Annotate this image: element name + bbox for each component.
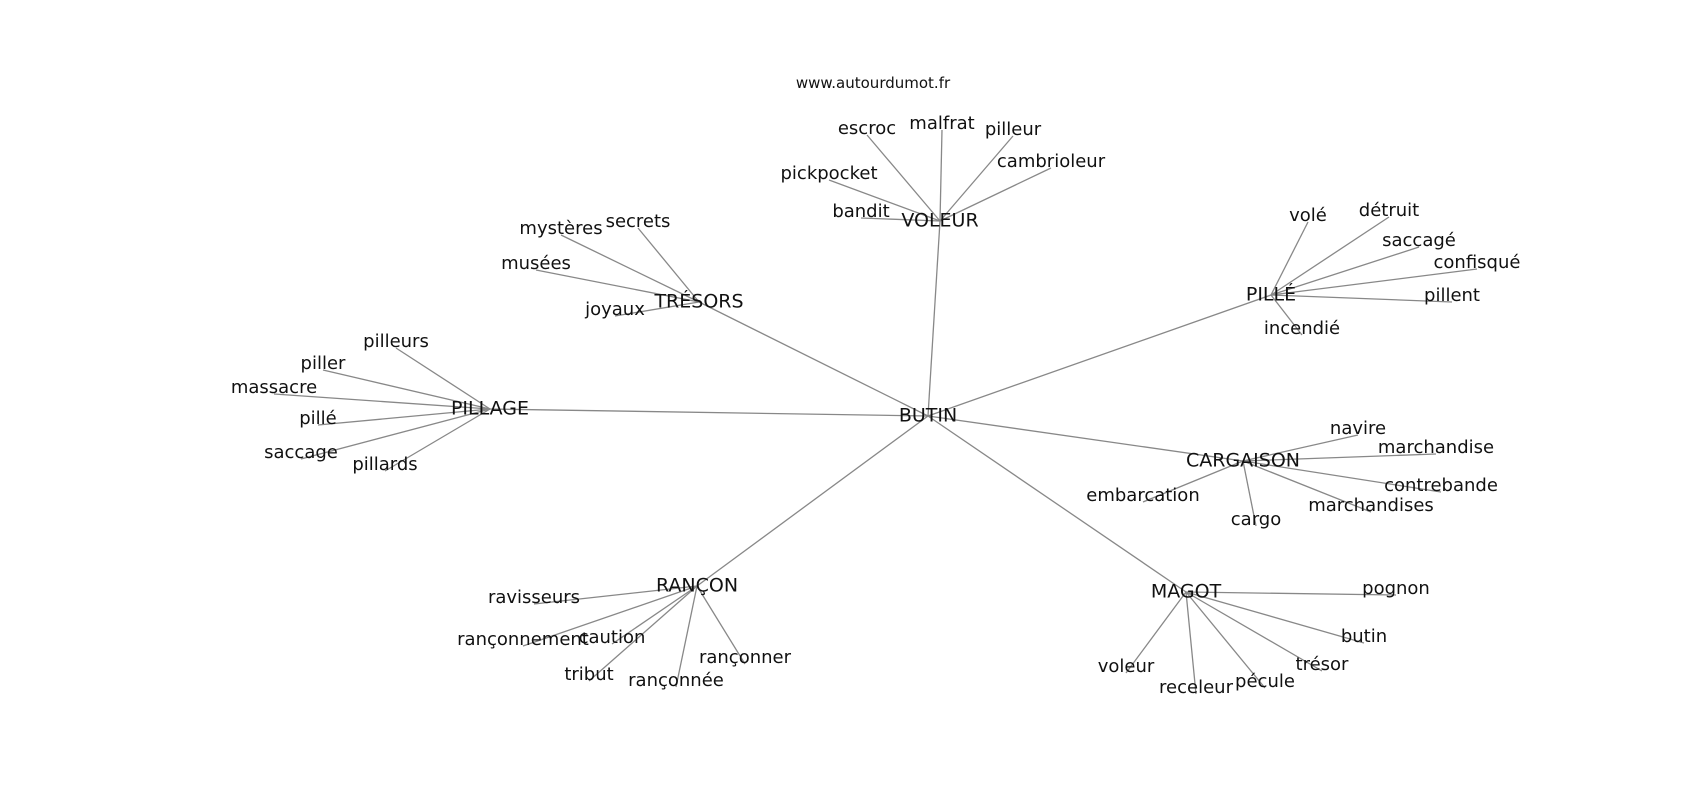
edge-magot-receleur — [1185, 591, 1197, 695]
word-node-receleur[interactable]: receleur — [1159, 677, 1234, 698]
edge-cargaison-marchandise — [1242, 453, 1437, 462]
edge-center-voleur — [927, 220, 941, 417]
word-node-pilleurs[interactable]: pilleurs — [363, 331, 429, 352]
word-node-saccage[interactable]: saccagé — [1382, 230, 1456, 251]
word-node-ranconnee[interactable]: rançonnée — [628, 670, 724, 691]
edge-voleur-cambrioleur — [939, 167, 1052, 222]
edge-center-cargaison — [927, 415, 1244, 462]
word-node-pognon[interactable]: pognon — [1362, 578, 1430, 599]
edge-pillage-pilleurs — [395, 347, 491, 410]
hub-node-magot[interactable]: MAGOT — [1151, 581, 1222, 603]
edge-magot-pognon — [1185, 591, 1397, 596]
word-node-ravisseurs[interactable]: ravisseurs — [488, 587, 580, 608]
word-node-contrebande[interactable]: contrebande — [1384, 475, 1498, 496]
hub-node-tresors[interactable]: TRÉSORS — [653, 290, 743, 313]
word-node-piller[interactable]: piller — [301, 353, 347, 374]
site-credit: www.autourdumot.fr — [796, 74, 951, 92]
edge-pille-pillent — [1270, 294, 1453, 303]
edge-tresors-joyaux — [614, 301, 700, 317]
edge-pillage-piller — [322, 369, 491, 410]
word-node-detruit[interactable]: détruit — [1359, 200, 1419, 221]
word-node-ranconner[interactable]: rançonner — [699, 647, 792, 668]
edge-cargaison-marchandises — [1242, 460, 1372, 513]
word-node-navire[interactable]: navire — [1330, 418, 1386, 439]
edge-center-tresors — [698, 301, 929, 417]
word-node-vole[interactable]: volé — [1289, 205, 1327, 226]
edge-voleur-pickpocket — [828, 179, 941, 222]
word-node-confisque[interactable]: confisqué — [1434, 252, 1521, 273]
edge-voleur-escroc — [866, 134, 941, 222]
edge-center-magot — [927, 415, 1187, 593]
word-node-marchandise[interactable]: marchandise — [1378, 437, 1494, 458]
word-node-pillent[interactable]: pillent — [1424, 285, 1480, 306]
word-node-pille[interactable]: pillé — [299, 408, 337, 429]
word-node-marchandises[interactable]: marchandises — [1308, 495, 1434, 516]
word-node-malfrat[interactable]: malfrat — [909, 113, 974, 134]
word-node-escroc[interactable]: escroc — [838, 118, 896, 139]
edge-cargaison-cargo — [1242, 460, 1257, 527]
edge-pille-vole — [1270, 221, 1309, 296]
edge-voleur-bandit — [860, 217, 941, 222]
word-node-voleur[interactable]: voleur — [1098, 656, 1155, 677]
edge-magot-pecule — [1185, 591, 1266, 689]
word-node-pillards[interactable]: pillards — [352, 454, 417, 475]
edge-pillage-massacre — [273, 393, 491, 410]
edge-rancon-ranconner — [696, 585, 746, 665]
edge-cargaison-contrebande — [1242, 460, 1442, 493]
edge-voleur-pilleur — [939, 135, 1014, 222]
word-node-tresor[interactable]: trésor — [1296, 654, 1350, 675]
hub-node-pille[interactable]: PILLÉ — [1246, 283, 1296, 306]
labels-layer: escroc malfrat pilleur cambrioleur pickpocke… — [231, 113, 1521, 698]
edge-pillage-pille — [317, 408, 491, 426]
edge-magot-butin — [1185, 591, 1365, 644]
edge-pille-incendie — [1270, 294, 1303, 336]
edge-tresors-secrets — [637, 227, 700, 303]
hub-node-voleur[interactable]: VOLEUR — [901, 210, 978, 232]
word-node-tribut[interactable]: tribut — [564, 664, 613, 685]
word-node-caution[interactable]: caution — [579, 627, 646, 648]
word-node-pecule[interactable]: pécule — [1235, 671, 1295, 692]
edge-center-pille — [927, 294, 1272, 417]
edge-pillage-saccage — [300, 408, 491, 460]
edge-pille-detruit — [1270, 216, 1390, 296]
edge-rancon-ranconnement — [522, 585, 698, 647]
hub-node-rancon[interactable]: RANÇON — [656, 575, 738, 597]
edge-cargaison-navire — [1242, 434, 1359, 462]
edge-tresors-mysteres — [560, 234, 700, 303]
edge-rancon-tribut — [588, 585, 698, 682]
word-node-massacre[interactable]: massacre — [231, 377, 317, 398]
center-node[interactable]: BUTIN — [899, 405, 957, 427]
word-node-embarcation[interactable]: embarcation — [1086, 485, 1199, 506]
hub-node-pillage[interactable]: PILLAGE — [451, 398, 529, 420]
edge-rancon-ranconnee — [675, 585, 698, 688]
edge-cargaison-embarcation — [1142, 460, 1244, 503]
word-node-pilleur[interactable]: pilleur — [985, 119, 1042, 140]
edge-pille-saccage — [1270, 246, 1420, 296]
word-node-butin[interactable]: butin — [1341, 626, 1387, 647]
word-node-pickpocket[interactable]: pickpocket — [781, 163, 878, 184]
word-node-secrets[interactable]: secrets — [606, 211, 671, 232]
edge-magot-tresor — [1185, 591, 1323, 672]
word-node-ranconnement[interactable]: rançonnement — [457, 629, 589, 650]
word-node-cargo[interactable]: cargo — [1231, 509, 1281, 530]
edge-rancon-caution — [611, 585, 698, 645]
hub-node-cargaison[interactable]: CARGAISON — [1186, 450, 1300, 472]
edge-center-pillage — [489, 408, 929, 417]
word-node-musees[interactable]: musées — [501, 253, 571, 274]
edge-tresors-musees — [535, 269, 700, 303]
word-node-saccage[interactable]: saccage — [264, 442, 338, 463]
edges-layer — [273, 129, 1478, 695]
word-node-bandit[interactable]: bandit — [832, 201, 889, 222]
edge-pillage-pillards — [384, 408, 491, 472]
edge-magot-voleur — [1125, 591, 1187, 674]
word-node-joyaux[interactable]: joyaux — [584, 299, 645, 320]
word-node-mysteres[interactable]: mystères — [519, 218, 602, 239]
edge-center-rancon — [696, 415, 929, 587]
edge-pille-confisque — [1270, 268, 1478, 296]
edge-rancon-ravisseurs — [533, 585, 698, 605]
word-node-cambrioleur[interactable]: cambrioleur — [997, 151, 1106, 172]
edge-voleur-malfrat — [939, 129, 943, 222]
word-node-incendie[interactable]: incendié — [1264, 318, 1340, 339]
